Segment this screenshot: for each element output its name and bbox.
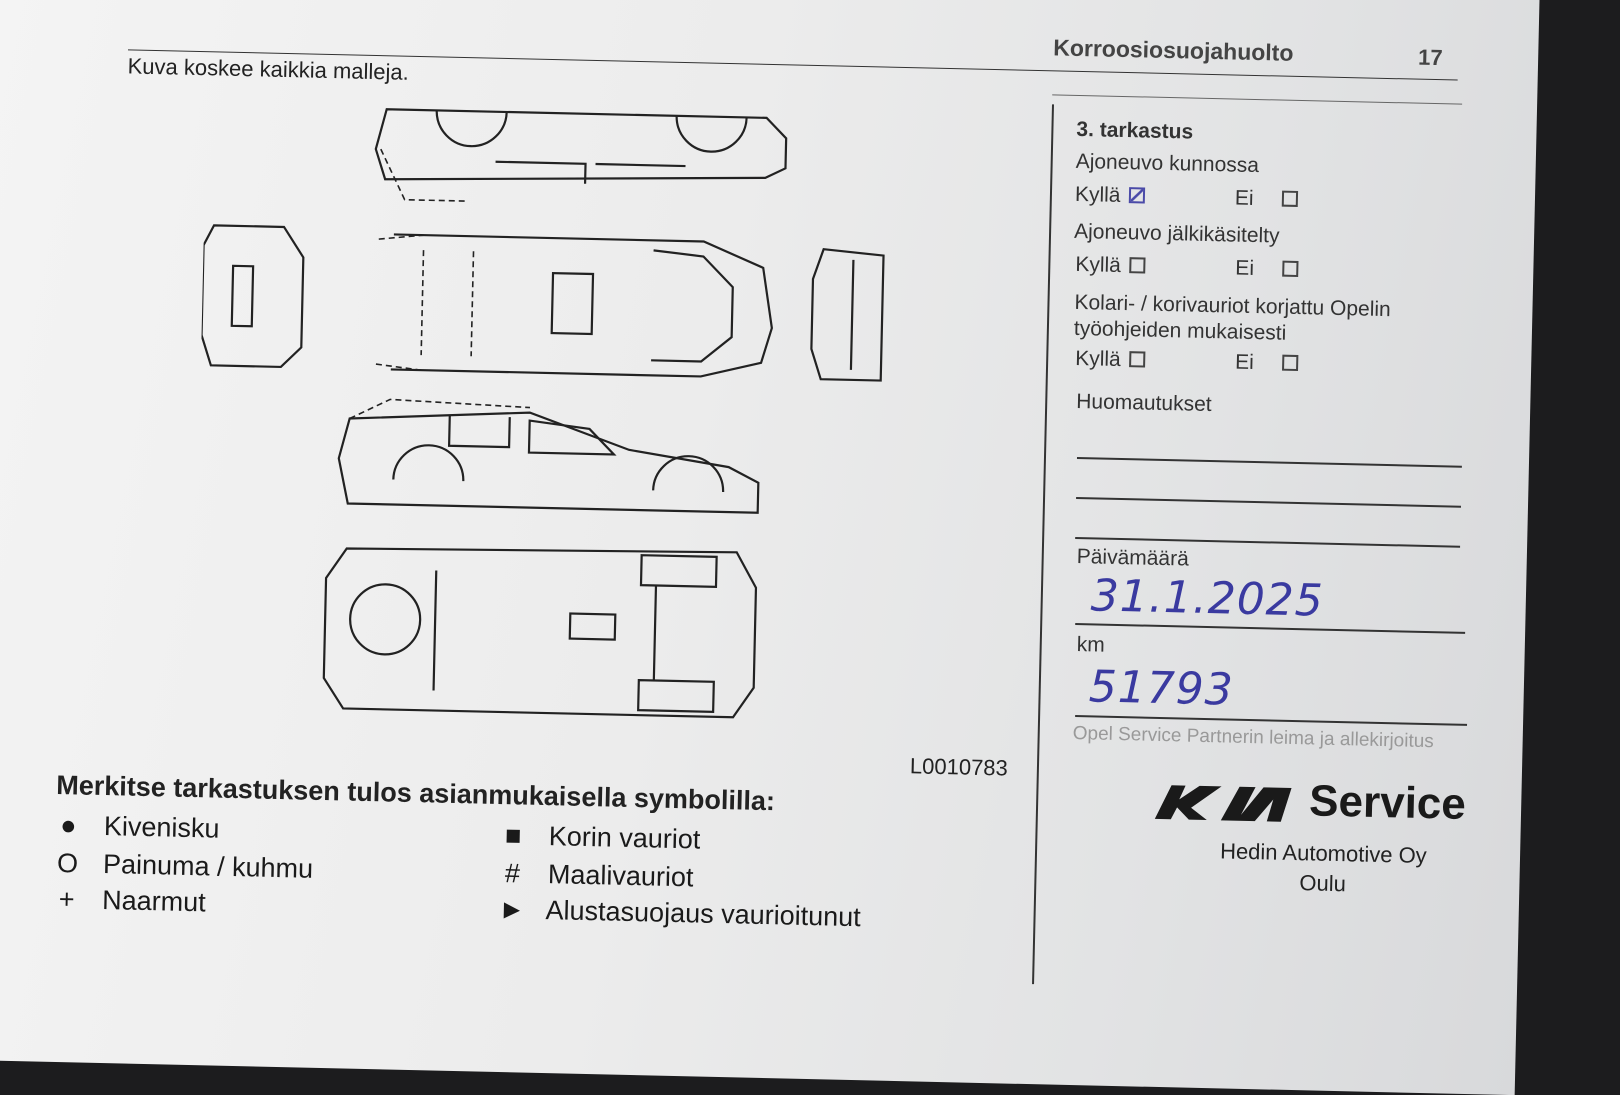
caption: Kuva koskee kaikkia malleja.	[127, 53, 410, 85]
question-3-label: Kolari- / korivauriot korjattu Opelin ty…	[1073, 290, 1391, 345]
legend-item-paint-damage: # Maalivauriot	[499, 858, 694, 893]
manual-page: Korroosiosuojahuolto 17 Kuva koskee kaik…	[0, 0, 1540, 1095]
car-diagram	[200, 108, 885, 719]
plus-icon: +	[58, 884, 75, 915]
header-underline	[1052, 94, 1463, 105]
yes-label: Kyllä	[1074, 182, 1121, 207]
legend-label: Kivenisku	[103, 811, 220, 844]
question-2-yes[interactable]: Kyllä	[1075, 252, 1146, 279]
stamp-service: Service	[1308, 776, 1467, 829]
inspection-title: 3. tarkastus	[1076, 117, 1194, 144]
square-icon: ■	[504, 820, 522, 851]
section-title: Korroosiosuojahuolto	[1052, 34, 1294, 66]
column-divider	[1032, 104, 1055, 985]
stamp-city: Oulu	[1299, 870, 1347, 897]
no-checkbox[interactable]	[1281, 260, 1299, 277]
yes-checkbox[interactable]	[1128, 257, 1146, 274]
question-3-no[interactable]: Ei	[1234, 350, 1299, 376]
legend-item-underbody-protection: ► Alustasuojaus vaurioitunut	[498, 894, 861, 933]
question-1-yes[interactable]: Kyllä	[1075, 183, 1145, 209]
question-2-no[interactable]: Ei	[1235, 256, 1299, 282]
page-number: 17	[1417, 44, 1443, 71]
circle-icon: O	[56, 847, 79, 879]
legend-label: Korin vauriot	[548, 821, 701, 855]
question-1-no[interactable]: Ei	[1235, 187, 1298, 212]
yes-label: Kyllä	[1075, 252, 1122, 277]
legend-item-stone-chip: ● Kivenisku	[55, 810, 220, 845]
car-roof-view	[374, 108, 788, 202]
car-top-view	[200, 224, 885, 382]
hash-icon: #	[504, 858, 521, 889]
yes-label: Kyllä	[1074, 346, 1122, 371]
no-checkbox[interactable]	[1281, 190, 1298, 207]
date-label: Päivämäärä	[1076, 545, 1190, 571]
triangle-right-icon: ►	[498, 894, 526, 925]
kia-logo	[1151, 779, 1302, 831]
legend-label: Maalivauriot	[547, 859, 694, 893]
stamp-underlying-text: Opel Service Partnerin leima ja allekirj…	[1072, 722, 1435, 753]
figure-code: L0010783	[909, 753, 1009, 781]
question-1-label: Ajoneuvo kunnossa	[1075, 149, 1260, 178]
no-checkbox[interactable]	[1281, 354, 1299, 372]
remarks-line[interactable]	[1076, 457, 1462, 468]
legend-label: Naarmut	[101, 885, 207, 918]
km-handwritten[interactable]: 51793	[1088, 661, 1235, 716]
legend-title: Merkitse tarkastuksen tulos asianmukaise…	[55, 769, 776, 817]
legend-label: Painuma / kuhmu	[102, 849, 314, 884]
question-2-label: Ajoneuvo jälkikäsitelty	[1073, 219, 1280, 248]
remarks-label: Huomautukset	[1076, 389, 1212, 417]
legend-item-dent: O Painuma / kuhmu	[54, 847, 314, 885]
car-underbody-view	[322, 547, 758, 719]
legend-item-scratches: + Naarmut	[53, 884, 206, 918]
no-label: Ei	[1235, 256, 1255, 280]
legend-label: Alustasuojaus vaurioitunut	[545, 895, 862, 933]
yes-checkbox[interactable]	[1128, 351, 1145, 368]
date-handwritten[interactable]: 31.1.2025	[1090, 570, 1325, 627]
stamp-company: Hedin Automotive Oy	[1219, 838, 1428, 869]
dot-icon: ●	[59, 810, 77, 841]
no-label: Ei	[1234, 350, 1255, 375]
no-label: Ei	[1234, 186, 1254, 210]
km-label: km	[1076, 633, 1106, 657]
question-3-yes[interactable]: Kyllä	[1075, 347, 1145, 373]
yes-checkbox[interactable]	[1128, 187, 1145, 204]
legend-item-body-damage: ■ Korin vauriot	[500, 820, 701, 856]
car-side-view	[337, 398, 760, 514]
remarks-line[interactable]	[1076, 497, 1461, 508]
